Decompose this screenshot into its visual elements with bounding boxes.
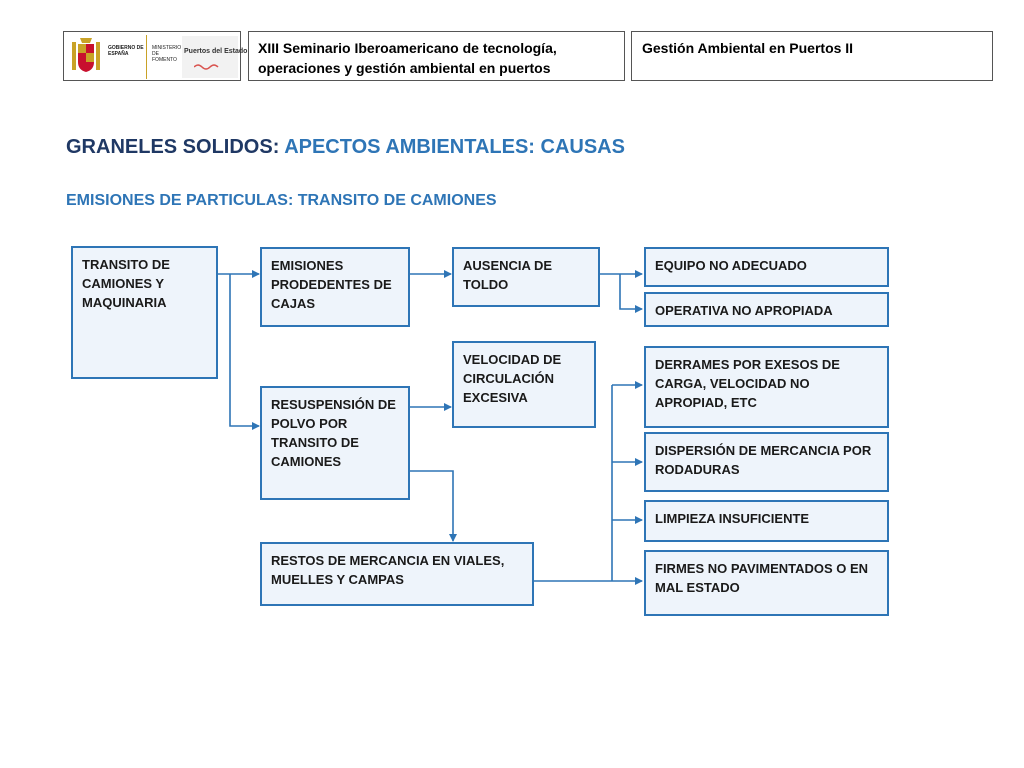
page-title-part-2: APECTOS AMBIENTALES: CAUSAS bbox=[284, 136, 625, 158]
node-limpieza: LIMPIEZA INSUFICIENTE bbox=[644, 500, 889, 542]
logo-divider bbox=[146, 35, 147, 79]
node-emisiones-cajas: EMISIONES PRODEDENTES DE CAJAS bbox=[260, 247, 410, 327]
seminar-line-2: operaciones y gestión ambiental en puert… bbox=[258, 60, 551, 76]
wave-icon bbox=[194, 64, 219, 70]
page-title: GRANELES SOLIDOS: APECTOS AMBIENTALES: C… bbox=[66, 136, 625, 159]
logo-govt-text: GOBIERNO DE ESPAÑA bbox=[108, 45, 144, 57]
logo-brand: Puertos del Estado bbox=[182, 36, 247, 78]
node-firmes: FIRMES NO PAVIMENTADOS O EN MAL ESTADO bbox=[644, 550, 889, 616]
node-operativa: OPERATIVA NO APROPIADA bbox=[644, 292, 889, 327]
node-restos: RESTOS DE MERCANCIA EN VIALES, MUELLES Y… bbox=[260, 542, 534, 606]
seminar-title-box: XIII Seminario Iberoamericano de tecnolo… bbox=[248, 31, 625, 81]
arrow-resuspension-restos bbox=[409, 470, 457, 542]
seminar-line-1: XIII Seminario Iberoamericano de tecnolo… bbox=[258, 40, 557, 56]
node-equipo: EQUIPO NO ADECUADO bbox=[644, 247, 889, 287]
node-transito: TRANSITO DE CAMIONES Y MAQUINARIA bbox=[71, 246, 218, 379]
arrow-ausencia-operativa bbox=[619, 274, 643, 313]
node-velocidad: VELOCIDAD DE CIRCULACIÓN EXCESIVA bbox=[452, 341, 596, 428]
page-subtitle: EMISIONES DE PARTICULAS: TRANSITO DE CAM… bbox=[66, 192, 497, 209]
page-title-part-1: GRANELES SOLIDOS: bbox=[66, 136, 280, 158]
arrow-transito-resuspension bbox=[229, 274, 260, 430]
logo-ministry-text: MINISTERIO DE FOMENTO bbox=[152, 45, 182, 63]
course-title-box: Gestión Ambiental en Puertos II bbox=[631, 31, 993, 81]
course-title: Gestión Ambiental en Puertos II bbox=[642, 40, 854, 56]
node-derrames: DERRAMES POR EXESOS DE CARGA, VELOCIDAD … bbox=[644, 346, 889, 428]
coat-of-arms-icon bbox=[72, 38, 100, 72]
logo-box: GOBIERNO DE ESPAÑA MINISTERIO DE FOMENTO… bbox=[63, 31, 247, 81]
node-ausencia-toldo: AUSENCIA DE TOLDO bbox=[452, 247, 600, 307]
node-dispersion: DISPERSIÓN DE MERCANCIA POR RODADURAS bbox=[644, 432, 889, 492]
node-resuspension: RESUSPENSIÓN DE POLVO POR TRANSITO DE CA… bbox=[260, 386, 410, 500]
logo-brand-text: Puertos del Estado bbox=[184, 48, 248, 55]
